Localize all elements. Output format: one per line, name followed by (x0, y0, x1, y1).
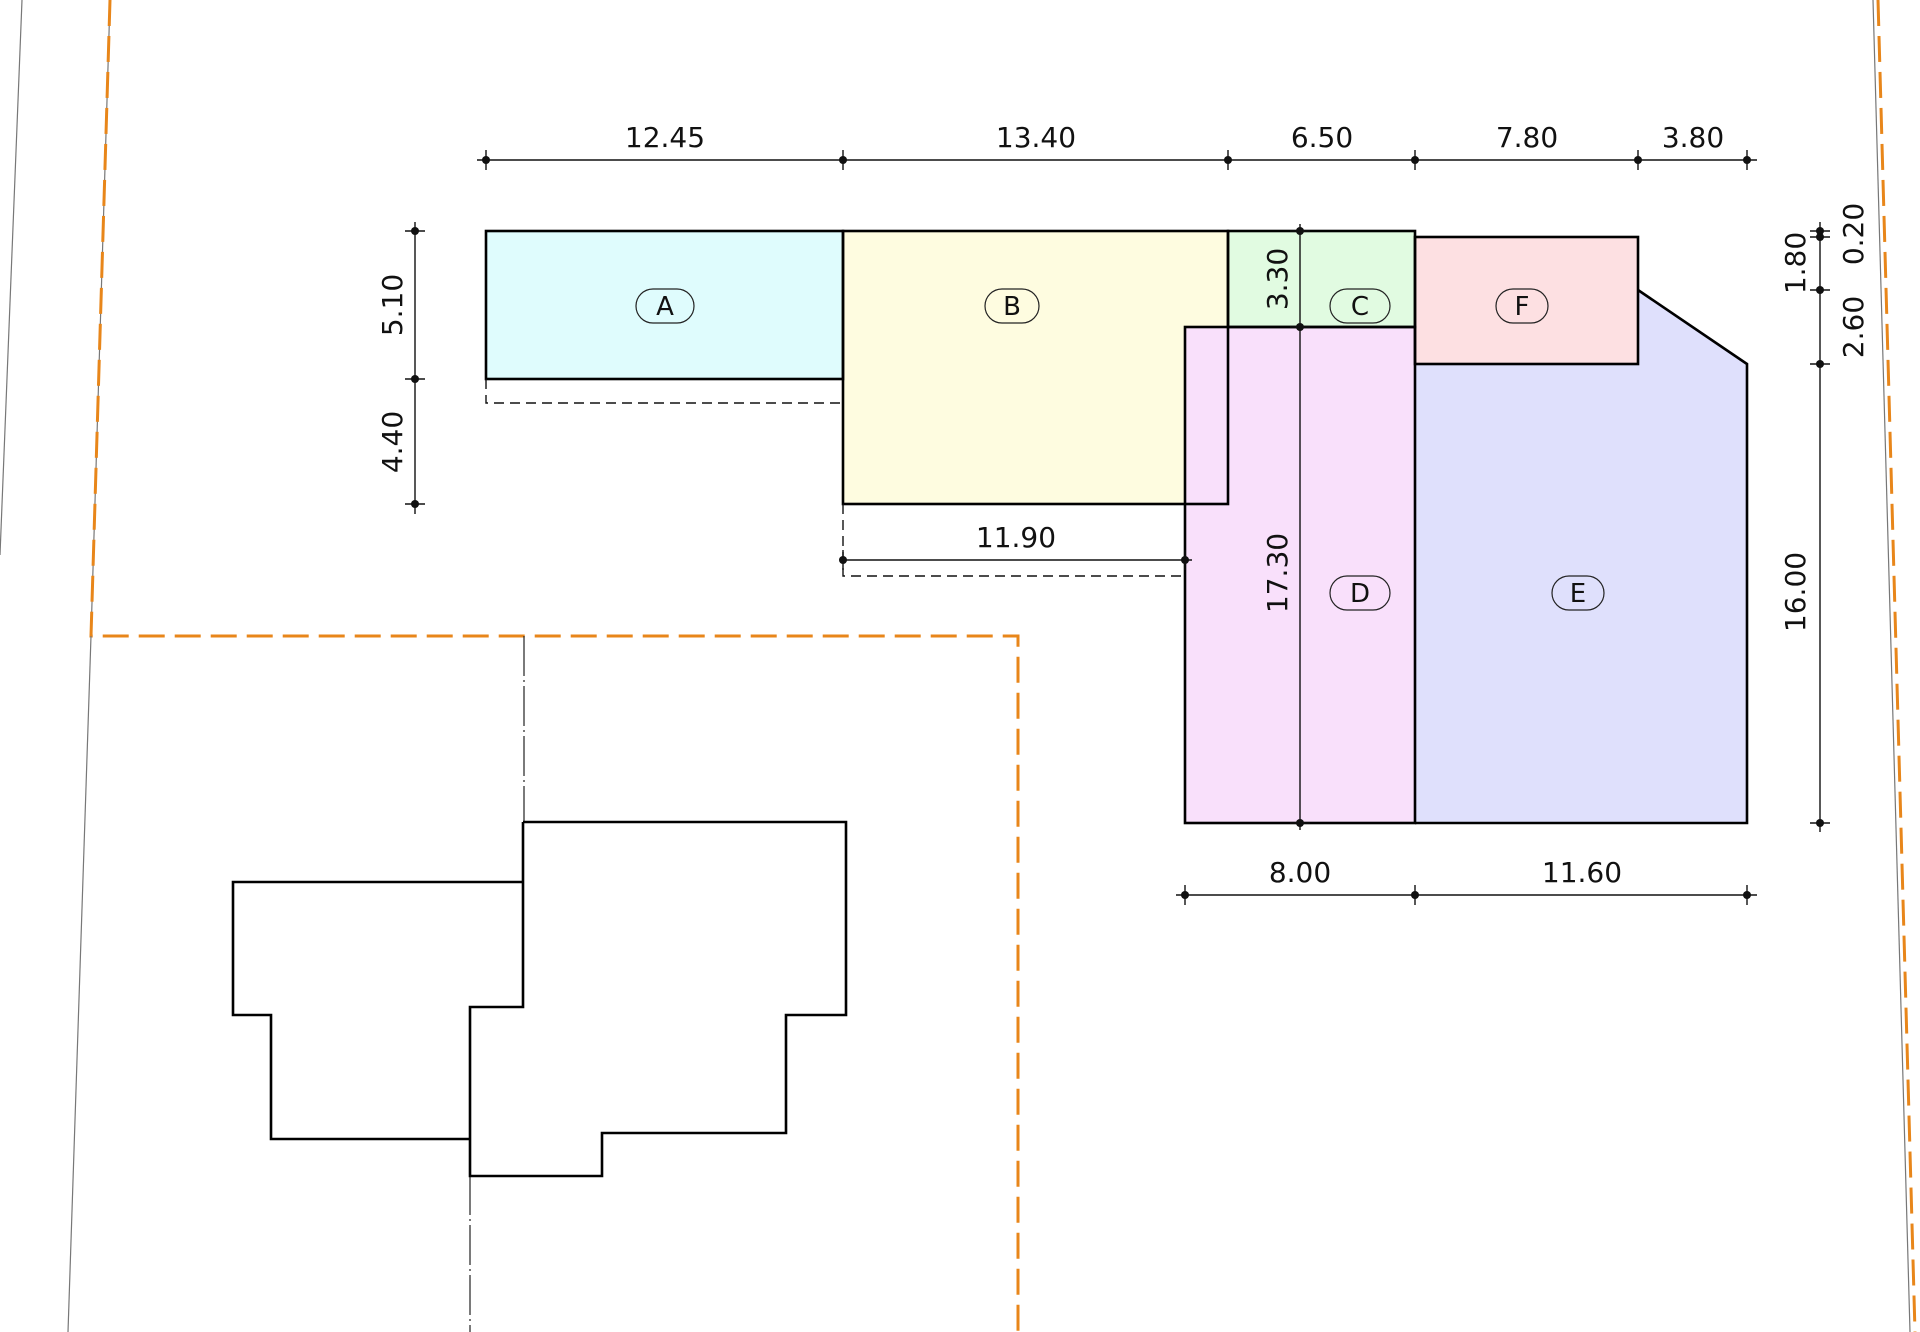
dim-c-height: 3.30 (1261, 248, 1294, 310)
b-width-dimension (839, 550, 1192, 570)
zone-label-b: B (984, 288, 1040, 324)
dim-bottom-2: 11.60 (1542, 856, 1622, 889)
dashed-projections (485, 379, 1185, 577)
zone-label-c: C (1329, 288, 1391, 324)
dim-right-3: 2.60 (1837, 296, 1870, 358)
svg-text:F: F (1515, 292, 1530, 322)
dim-right-1: 0.20 (1837, 203, 1870, 265)
right-dimension-chain (1810, 222, 1830, 832)
dim-d-height: 17.30 (1261, 533, 1294, 613)
zone-label-f: F (1495, 288, 1549, 324)
dim-left-1: 5.10 (376, 274, 409, 336)
neighbor-boundary-lines (0, 0, 525, 1332)
zone-label-a: A (635, 288, 695, 324)
orange-property-boundary (89, 0, 1917, 1332)
dim-top-2: 13.40 (996, 121, 1076, 154)
svg-text:B: B (1003, 292, 1021, 322)
dim-b-width: 11.90 (976, 521, 1056, 554)
svg-text:C: C (1351, 292, 1369, 322)
svg-text:E: E (1570, 579, 1586, 609)
zone-c-fill (1228, 231, 1415, 327)
zone-f-fill (1415, 237, 1638, 364)
dim-top-5: 3.80 (1662, 121, 1724, 154)
zone-a-fill (486, 231, 843, 379)
top-dimension-chain (477, 150, 1757, 170)
dim-right-4: 16.00 (1779, 552, 1812, 632)
zone-label-e: E (1551, 575, 1605, 611)
neighbor-building-wing (231, 880, 523, 1141)
zone-b-fill (843, 231, 1228, 504)
dim-top-1: 12.45 (625, 121, 705, 154)
dim-bottom-1: 8.00 (1269, 856, 1331, 889)
dim-left-2: 4.40 (376, 411, 409, 473)
zone-label-d: D (1329, 575, 1391, 611)
left-dimension-chain (405, 222, 425, 514)
interior-vertical-dimension (1290, 224, 1310, 830)
neighbor-building-outline (468, 820, 848, 1178)
dim-right-2: 1.80 (1779, 232, 1812, 294)
dim-top-3: 6.50 (1291, 121, 1353, 154)
dim-top-4: 7.80 (1496, 121, 1558, 154)
svg-text:A: A (656, 292, 674, 322)
zone-e-fill (1415, 290, 1747, 823)
svg-text:D: D (1350, 579, 1370, 609)
bottom-dimension-chain (1176, 885, 1757, 905)
